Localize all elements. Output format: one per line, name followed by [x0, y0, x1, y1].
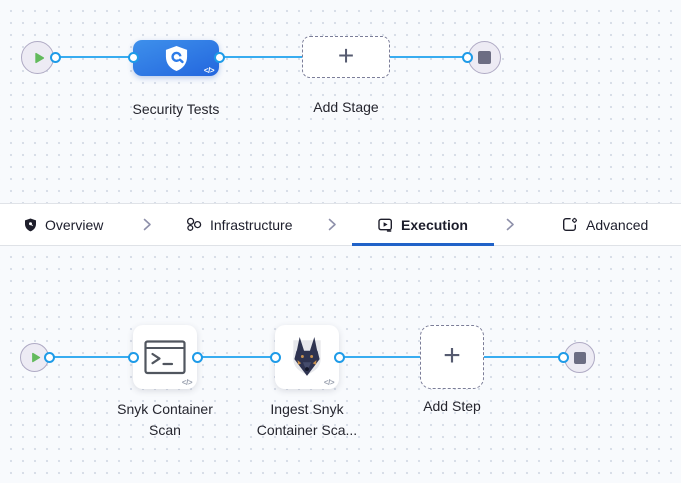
stage-connector-line [37, 56, 467, 58]
play-icon [33, 52, 45, 64]
stage-node-security-tests[interactable]: </> [133, 40, 219, 76]
stage-pipeline-canvas [0, 0, 681, 203]
play-icon [30, 352, 41, 363]
shield-icon [24, 218, 37, 232]
pipeline-start-node [21, 41, 54, 74]
add-stage-label: Add Stage [313, 99, 379, 115]
chevron-right-icon [506, 204, 515, 245]
connector-port [191, 351, 203, 363]
infrastructure-nodes-icon [186, 217, 202, 232]
code-glyph-icon: </> [323, 378, 335, 387]
steps-end-node [564, 342, 595, 373]
stage-config-tab-bar: Overview Infrastructure [0, 203, 681, 246]
advanced-gear-icon [562, 217, 578, 232]
connector-port [127, 351, 139, 363]
pipeline-end-node [468, 41, 501, 74]
chevron-right-icon [143, 204, 152, 245]
step-node-snyk-container-scan[interactable]: </> [133, 325, 197, 389]
step-node-ingest-snyk[interactable]: </> [275, 325, 339, 389]
snyk-doberman-icon [288, 336, 326, 378]
tab-execution[interactable]: Execution [352, 204, 494, 246]
code-glyph-icon: </> [181, 378, 193, 387]
tab-label: Advanced [586, 216, 649, 233]
connector-port [43, 351, 55, 363]
tab-label: Overview [45, 216, 104, 233]
connector-port [127, 51, 139, 63]
connector-port [213, 51, 225, 63]
terminal-icon [144, 339, 186, 375]
add-step-label: Add Step [423, 398, 481, 414]
stage-label: Security Tests [132, 101, 220, 117]
stop-icon [573, 351, 586, 364]
active-tab-underline [352, 243, 494, 246]
step-label: Ingest Snyk Container Sca... [256, 401, 358, 438]
code-glyph-icon: </> [203, 66, 215, 75]
tab-advanced[interactable]: Advanced [562, 204, 648, 245]
tab-label: Execution [401, 216, 468, 233]
plus-icon: + [443, 339, 461, 372]
connector-port [333, 351, 345, 363]
connector-port [557, 351, 569, 363]
add-stage-button[interactable]: + [302, 36, 390, 78]
execution-play-icon [378, 218, 393, 232]
connector-port [49, 51, 61, 63]
tab-overview[interactable]: Overview [24, 204, 103, 245]
plus-icon: + [337, 40, 355, 71]
connector-port [269, 351, 281, 363]
connector-port [461, 51, 473, 63]
tab-label: Infrastructure [210, 216, 293, 233]
shield-scan-icon [164, 45, 189, 72]
stop-icon [478, 51, 491, 64]
step-label: Snyk Container Scan [117, 401, 213, 438]
chevron-right-icon [328, 204, 337, 245]
tab-infrastructure[interactable]: Infrastructure [186, 204, 292, 245]
add-step-button[interactable]: + [420, 325, 484, 389]
